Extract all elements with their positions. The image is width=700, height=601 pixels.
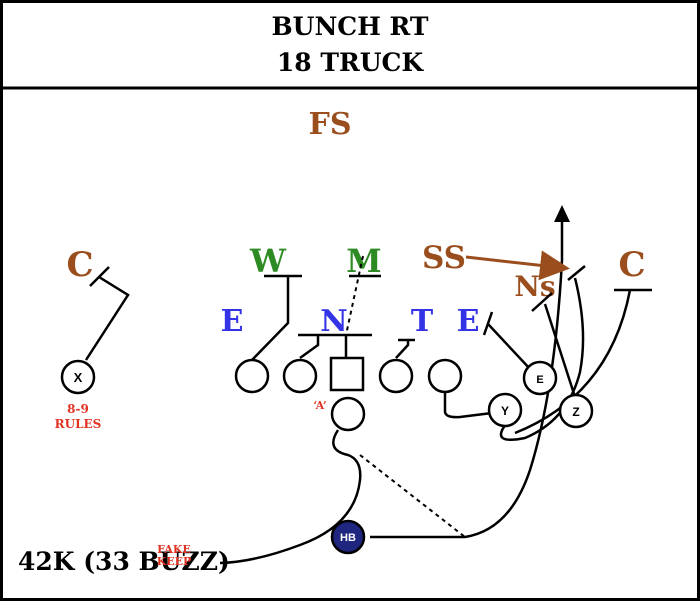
right-end-mark [482,311,494,336]
center-square [329,356,365,392]
a-gap-note: ‘A’ [313,399,326,412]
left-end-label: E [221,304,244,339]
e-receiver-circle [522,360,558,396]
strong-safety-label: SS [422,240,466,276]
y-receiver-label: Y [501,404,509,418]
y-receiver-circle [487,392,523,428]
left-guard-circle [282,358,318,394]
assignment-lines [84,205,632,565]
right-guard-block-line [395,340,410,359]
z-receiver-circle [558,393,594,429]
right-tackle-circle [427,358,463,394]
left-tackle-circle [234,358,270,394]
nose-label: N [320,304,347,339]
right-guard-circle [378,358,414,394]
halfback-label: HB [340,532,356,544]
hb-route-line [370,220,564,539]
z-block-line [543,303,577,398]
x-rule-note-2: RULES [55,417,102,431]
strong-safety-rotation-arrow [465,250,570,281]
will-linebacker-label: W [249,242,287,280]
x-receiver-circle [60,359,96,395]
left-corner-label: C [66,245,93,285]
halfback-circle [330,519,366,555]
e-receiver-label: E [536,374,543,386]
corner-path-line [514,289,632,435]
tackle-label: T [411,304,434,339]
mike-linebacker-label: M [346,242,381,280]
x-block-line [84,275,130,361]
tight-end-block-line [487,323,532,371]
skill-players [60,359,594,429]
formation-title: BUNCH RT [272,12,429,41]
free-safety-label: FS [309,107,352,142]
fake-note-2: KEEP [157,555,192,568]
x-receiver-label: X [74,370,83,385]
hb-route-arrow [554,205,570,222]
offensive-line [234,356,463,432]
play-call-text: 42K (33 BUZZ) [18,547,230,576]
mesh-dashed-line [359,454,466,538]
left-guard-block-line [299,335,320,360]
strong-safety-mark [567,265,586,281]
nickel-mark [531,292,553,312]
z-receiver-label: Z [572,405,579,419]
qb-fake-path [219,429,362,565]
mike-read-dashed-line [345,255,364,336]
nickel-label: Ns [514,270,555,303]
left-tackle-block-line [251,276,290,361]
fake-note-1: FAKE [157,543,191,556]
x-rule-note-1: 8-9 [67,402,89,416]
right-tackle-block-line [443,390,501,419]
right-end-label: E [457,304,480,339]
right-corner-label: C [618,245,645,285]
defender-marks [89,265,652,342]
quarterback-circle [330,396,366,432]
play-title: 18 TRUCK [277,48,425,77]
